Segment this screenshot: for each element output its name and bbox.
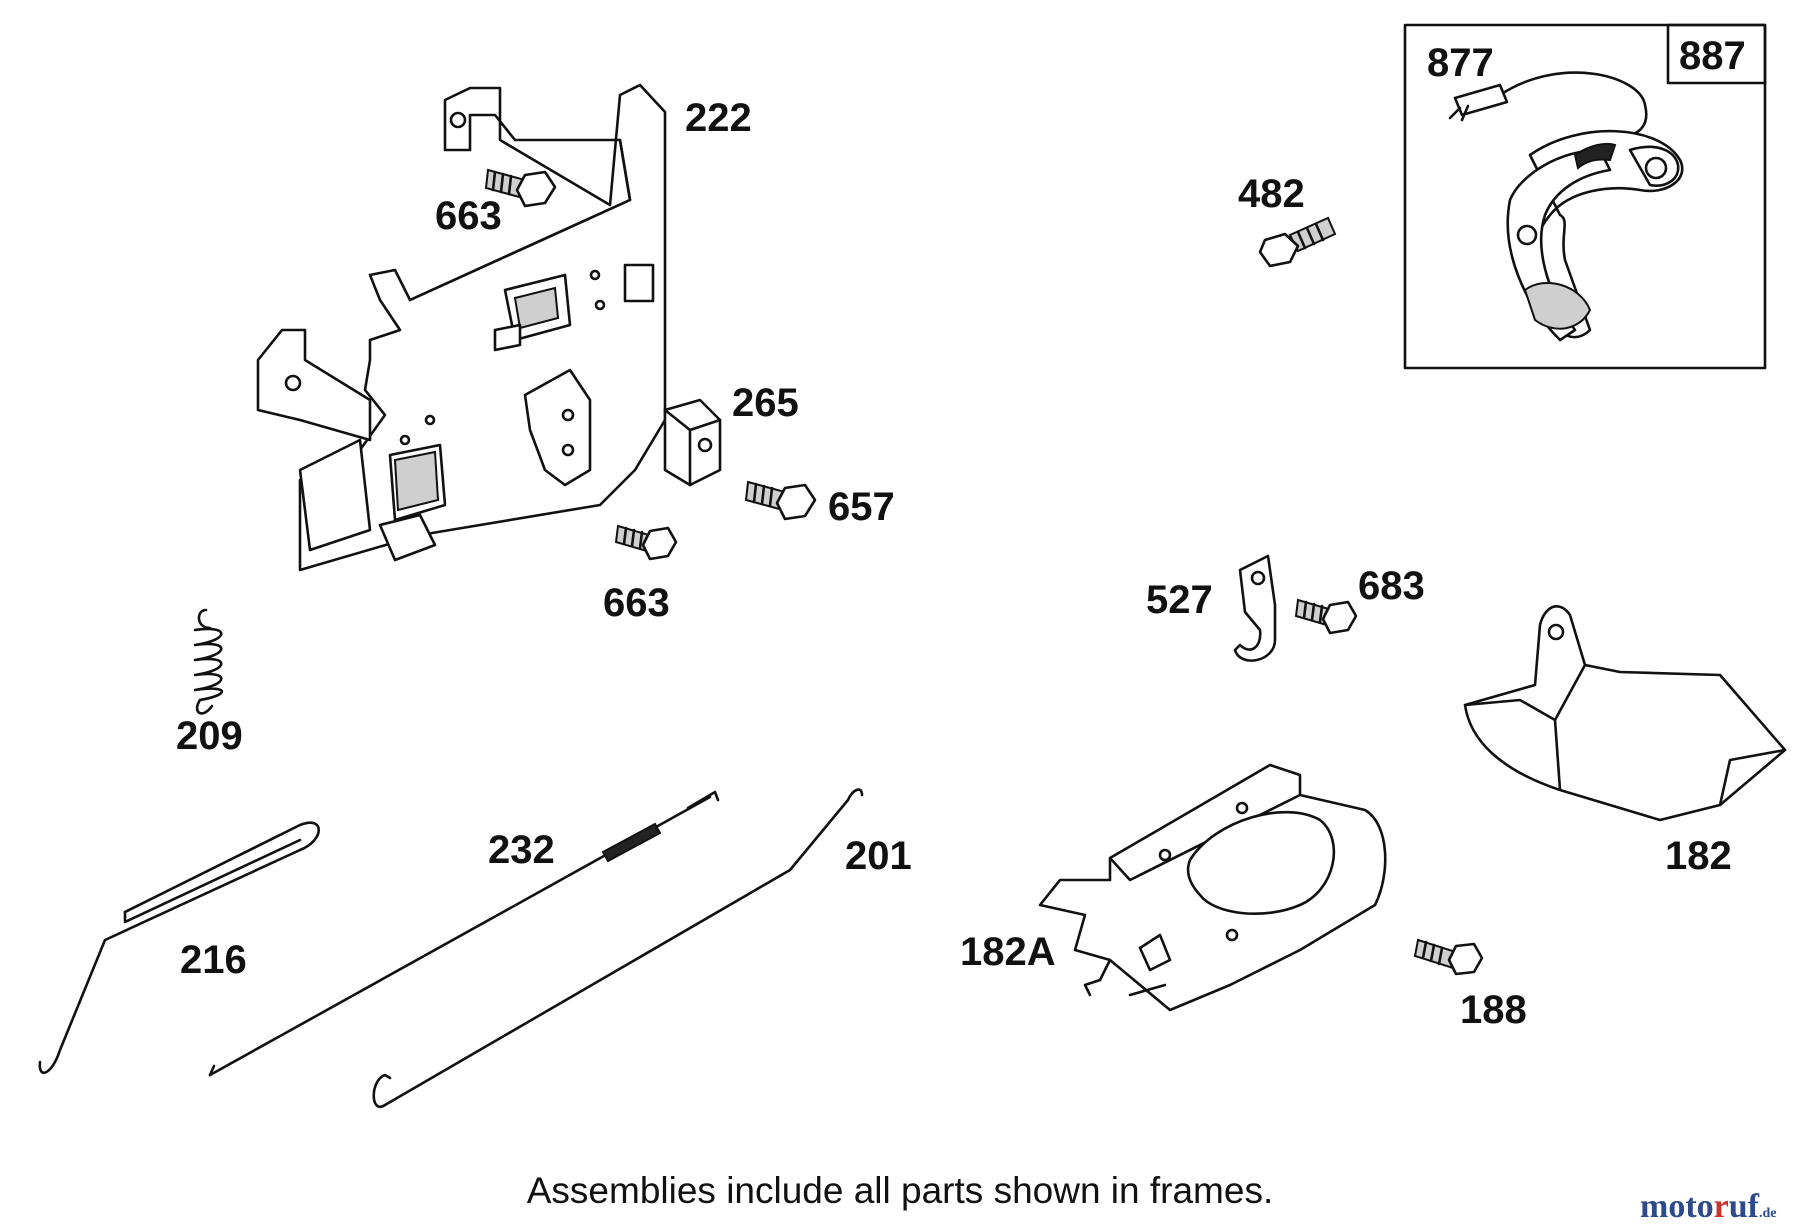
callout-482: 482 bbox=[1238, 172, 1305, 216]
part-222-control-bracket bbox=[256, 83, 667, 572]
part-182a-bracket bbox=[1038, 763, 1387, 1012]
callout-188: 188 bbox=[1460, 988, 1527, 1032]
watermark-logo: motoruf.de bbox=[1640, 1188, 1776, 1226]
part-887-assembly-frame bbox=[1403, 23, 1767, 370]
watermark-part-2: r bbox=[1713, 1188, 1729, 1225]
callout-222: 222 bbox=[685, 96, 752, 140]
part-663-screw-lower bbox=[614, 524, 678, 561]
callout-657: 657 bbox=[828, 485, 895, 529]
part-209-spring bbox=[193, 608, 224, 715]
part-182-shield bbox=[1463, 605, 1787, 822]
part-232-spring-link bbox=[208, 790, 720, 1077]
part-657-screw bbox=[744, 480, 817, 521]
callout-527: 527 bbox=[1146, 578, 1213, 622]
part-663-screw-upper bbox=[484, 168, 557, 208]
callout-209: 209 bbox=[176, 714, 243, 758]
callout-683: 683 bbox=[1358, 564, 1425, 608]
callout-887: 887 bbox=[1679, 34, 1746, 78]
part-188-screw bbox=[1413, 938, 1484, 976]
part-216-rod bbox=[38, 821, 320, 1075]
part-482-screw bbox=[1258, 216, 1337, 268]
watermark-tld: .de bbox=[1758, 1206, 1777, 1221]
callout-201: 201 bbox=[845, 834, 912, 878]
part-201-rod bbox=[372, 788, 864, 1109]
callout-663-upper: 663 bbox=[435, 194, 502, 238]
watermark-part-3: uf bbox=[1728, 1188, 1759, 1225]
callout-877: 877 bbox=[1427, 41, 1494, 85]
part-527-clamp bbox=[1233, 554, 1277, 662]
callout-265: 265 bbox=[732, 381, 799, 425]
callout-216: 216 bbox=[180, 938, 247, 982]
callout-232: 232 bbox=[488, 828, 555, 872]
watermark-part-1: moto bbox=[1640, 1188, 1714, 1225]
callout-182: 182 bbox=[1665, 834, 1732, 878]
callout-182a: 182A bbox=[960, 930, 1056, 974]
part-265-clip bbox=[663, 398, 722, 487]
diagram-caption: Assemblies include all parts shown in fr… bbox=[526, 1170, 1274, 1211]
callout-663-lower: 663 bbox=[603, 581, 670, 625]
part-683-screw bbox=[1294, 598, 1358, 635]
